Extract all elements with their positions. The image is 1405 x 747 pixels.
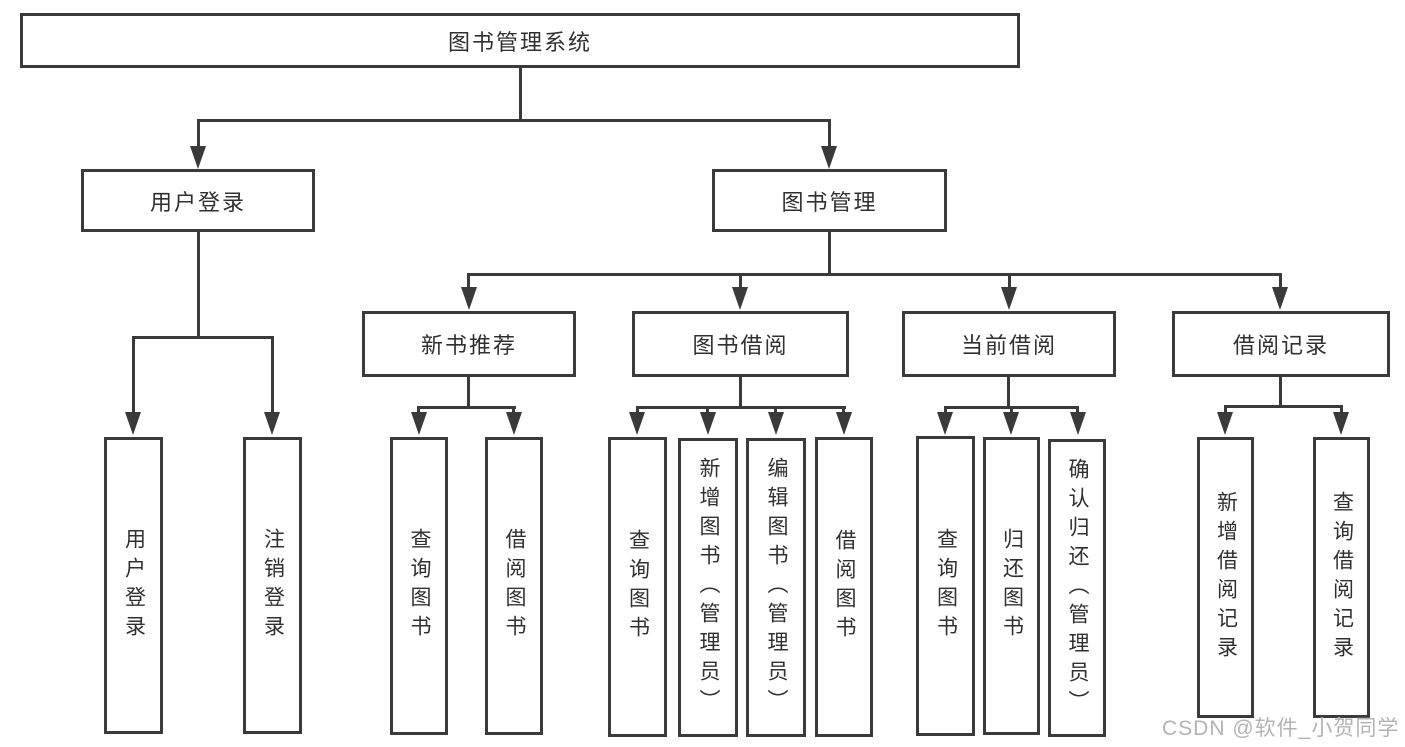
connector-current-stub: [1007, 377, 1010, 406]
connector-arrow-shaft: [1076, 406, 1079, 414]
node-new-book-recommend: 新书推荐: [362, 311, 576, 377]
arrowhead-records: [1272, 287, 1288, 310]
arrowhead-user-login: [190, 146, 206, 169]
node-borrowing-records: 借阅记录: [1172, 311, 1390, 377]
node-current-borrowing-label: 当前借阅: [960, 333, 1057, 358]
arrowhead: [836, 412, 852, 435]
connector-arrow-leaf-logout-shaft: [271, 336, 274, 414]
leaf-node-query-book-borrowing: 查询图书: [608, 437, 667, 737]
arrowhead-borrowing: [732, 287, 748, 310]
leaf-label: 借阅图书: [503, 528, 527, 644]
connector-arrow-user-login-shaft: [197, 119, 200, 150]
arrowhead: [1003, 412, 1019, 435]
connector-root-stub: [519, 68, 522, 119]
connector-records-hbar: [1224, 405, 1342, 408]
connector-arrow-new-book-shaft: [467, 273, 470, 289]
connector-arrow-current-shaft: [1008, 273, 1011, 289]
node-borrowing-records-label: 借阅记录: [1232, 333, 1329, 358]
arrowhead: [629, 412, 645, 435]
leaf-node-return-book: 归还图书: [983, 437, 1040, 735]
node-new-book-recommend-label: 新书推荐: [420, 333, 517, 358]
connector-borrowing-hbar: [636, 406, 846, 409]
connector-new-book-stub: [467, 377, 470, 406]
node-user-login-label: 用户登录: [149, 189, 246, 215]
leaf-label: 查询图书: [626, 529, 650, 645]
arrowhead-leaf-login: [125, 412, 141, 435]
leaf-node-confirm-return-admin: 确认归还（管理员）: [1048, 439, 1106, 737]
node-book-management: 图书管理: [712, 169, 947, 232]
connector-arrow-shaft: [636, 406, 639, 414]
leaf-node-query-borrow-record: 查询借阅记录: [1313, 437, 1370, 718]
connector-arrow-leaf-login-shaft: [132, 336, 135, 414]
leaf-node-edit-book-admin: 编辑图书（管理员）: [746, 438, 806, 737]
leaf-node-borrow-book: 借阅图书: [815, 437, 873, 737]
node-root: 图书管理系统: [20, 13, 1020, 68]
connector-root-hbar: [197, 119, 831, 122]
arrowhead: [1333, 412, 1349, 435]
arrowhead-book-mgmt: [821, 146, 837, 169]
arrowhead: [937, 412, 953, 435]
node-book-management-label: 图书管理: [781, 189, 878, 215]
node-user-login: 用户登录: [81, 169, 315, 232]
connector-book-mgmt-stub: [828, 232, 831, 273]
leaf-label: 编辑图书（管理员）: [765, 457, 789, 718]
leaf-label: 查询图书: [934, 528, 958, 644]
node-root-label: 图书管理系统: [447, 29, 592, 55]
node-book-borrowing-label: 图书借阅: [692, 333, 789, 358]
connector-book-mgmt-hbar: [468, 273, 1281, 276]
leaf-label: 确认归还（管理员）: [1066, 457, 1090, 719]
connector-arrow-shaft: [706, 406, 709, 414]
leaf-label: 新增图书（管理员）: [697, 457, 721, 718]
leaf-node-query-book-current: 查询图书: [916, 436, 975, 736]
connector-arrow-shaft: [512, 406, 515, 414]
leaf-node-add-book-admin: 新增图书（管理员）: [678, 438, 738, 737]
connector-arrow-shaft: [944, 406, 947, 414]
arrowhead: [411, 412, 427, 435]
connector-arrow-shaft: [417, 406, 420, 414]
connector-arrow-shaft: [842, 406, 845, 414]
leaf-node-borrow-book-recommend: 借阅图书: [485, 437, 543, 735]
csdn-watermark: CSDN @软件_小贺同学: [1162, 717, 1400, 740]
connector-arrow-shaft: [774, 406, 777, 414]
leaf-label: 查询借阅记录: [1330, 490, 1354, 665]
arrowhead: [1070, 412, 1086, 435]
leaf-label: 查询图书: [408, 528, 432, 644]
connector-user-login-stub: [197, 232, 200, 336]
connector-arrow-shaft: [1224, 405, 1227, 414]
arrowhead-current: [1001, 287, 1017, 310]
leaf-node-add-borrow-record: 新增借阅记录: [1197, 437, 1254, 718]
arrowhead: [768, 412, 784, 435]
connector-user-login-hbar: [132, 336, 274, 339]
connector-borrowing-stub: [739, 377, 742, 406]
leaf-node-user-login: 用户登录: [104, 437, 163, 734]
arrowhead-new-book: [461, 287, 477, 310]
connector-arrow-shaft: [1340, 405, 1343, 414]
arrowhead: [1217, 412, 1233, 435]
connector-arrow-records-shaft: [1279, 273, 1282, 289]
arrowhead: [700, 412, 716, 435]
leaf-label: 借阅图书: [833, 529, 857, 645]
leaf-label: 新增借阅记录: [1214, 490, 1238, 665]
leaf-node-query-book-recommend: 查询图书: [390, 437, 448, 735]
arrowhead-leaf-logout: [264, 412, 280, 435]
leaf-label: 注销登录: [261, 527, 285, 644]
node-current-borrowing: 当前借阅: [902, 311, 1116, 377]
arrowhead: [506, 412, 522, 435]
leaf-node-logout: 注销登录: [243, 437, 302, 734]
leaf-label: 归还图书: [1000, 528, 1024, 644]
connector-arrow-shaft: [1010, 406, 1013, 414]
connector-arrow-borrowing-shaft: [739, 273, 742, 289]
connector-new-book-hbar: [418, 406, 516, 409]
connector-records-stub: [1279, 377, 1282, 405]
leaf-label: 用户登录: [122, 527, 146, 644]
connector-arrow-book-mgmt-shaft: [828, 119, 831, 150]
node-book-borrowing: 图书借阅: [632, 311, 849, 377]
